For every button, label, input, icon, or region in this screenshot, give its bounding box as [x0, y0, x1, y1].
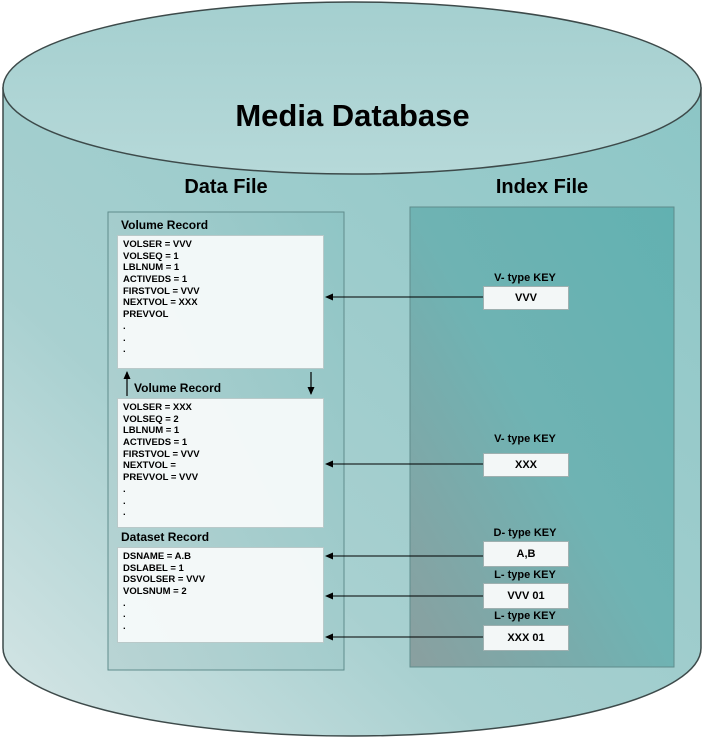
record-line: VOLSEQ = 2 [123, 413, 179, 425]
data-file-heading: Data File [184, 176, 268, 198]
record-line: FIRSTVOL = VVV [123, 448, 200, 460]
volume-record-2: VOLSER = XXX VOLSEQ = 2 LBLNUM = 1 ACTIV… [117, 398, 324, 528]
record-line: FIRSTVOL = VVV [123, 285, 200, 297]
record-line: . [123, 495, 126, 507]
record-line: ACTIVEDS = 1 [123, 274, 188, 286]
key-box-vvv01: VVV 01 [483, 583, 569, 609]
key-box-vvv: VVV [483, 286, 569, 310]
dataset-record: DSNAME = A.B DSLABEL = 1 DSVOLSER = VVV … [117, 547, 324, 643]
index-file-heading: Index File [495, 176, 589, 198]
record-line: . [123, 507, 126, 519]
record-line: . [123, 320, 126, 332]
volume-record-2-header: Volume Record [134, 381, 222, 395]
key-label-v-type-2: V- type KEY [494, 433, 556, 445]
record-line: DSLABEL = 1 [123, 562, 184, 574]
record-line: . [123, 609, 126, 621]
record-line: . [123, 597, 126, 609]
key-label-l-type-2: L- type KEY [494, 610, 556, 622]
record-line: . [123, 621, 126, 633]
cylinder-top [2, 1, 702, 175]
key-box-ab: A,B [483, 541, 569, 567]
record-line: VOLSEQ = 1 [123, 250, 179, 262]
record-line: . [123, 332, 126, 344]
volume-record-1: VOLSER = VVV VOLSEQ = 1 LBLNUM = 1 ACTIV… [117, 235, 324, 369]
record-line: NEXTVOL = XXX [123, 297, 198, 309]
record-line: PREVVOL [123, 309, 169, 321]
record-line: LBLNUM = 1 [123, 262, 180, 274]
dataset-record-header: Dataset Record [121, 530, 210, 544]
record-line: VOLSER = VVV [123, 239, 192, 250]
record-line: PREVVOL = VVV [123, 472, 199, 484]
key-box-xxx: XXX [483, 453, 569, 477]
record-line: DSVOLSER = VVV [123, 574, 206, 586]
key-box-xxx01: XXX 01 [483, 625, 569, 651]
volume-record-1-header: Volume Record [121, 218, 209, 232]
key-label-l-type-1: L- type KEY [494, 569, 556, 581]
record-line: ACTIVEDS = 1 [123, 437, 188, 449]
key-label-v-type-1: V- type KEY [494, 272, 556, 284]
record-line: NEXTVOL = [123, 460, 176, 472]
record-line: VOLSNUM = 2 [123, 586, 187, 598]
record-line: . [123, 344, 126, 356]
record-line: LBLNUM = 1 [123, 425, 180, 437]
diagram-title: Media Database [235, 98, 470, 133]
record-line: VOLSER = XXX [123, 402, 192, 413]
key-label-d-type: D- type KEY [493, 527, 557, 539]
record-line: . [123, 483, 126, 495]
record-line: DSNAME = A.B [123, 551, 192, 562]
